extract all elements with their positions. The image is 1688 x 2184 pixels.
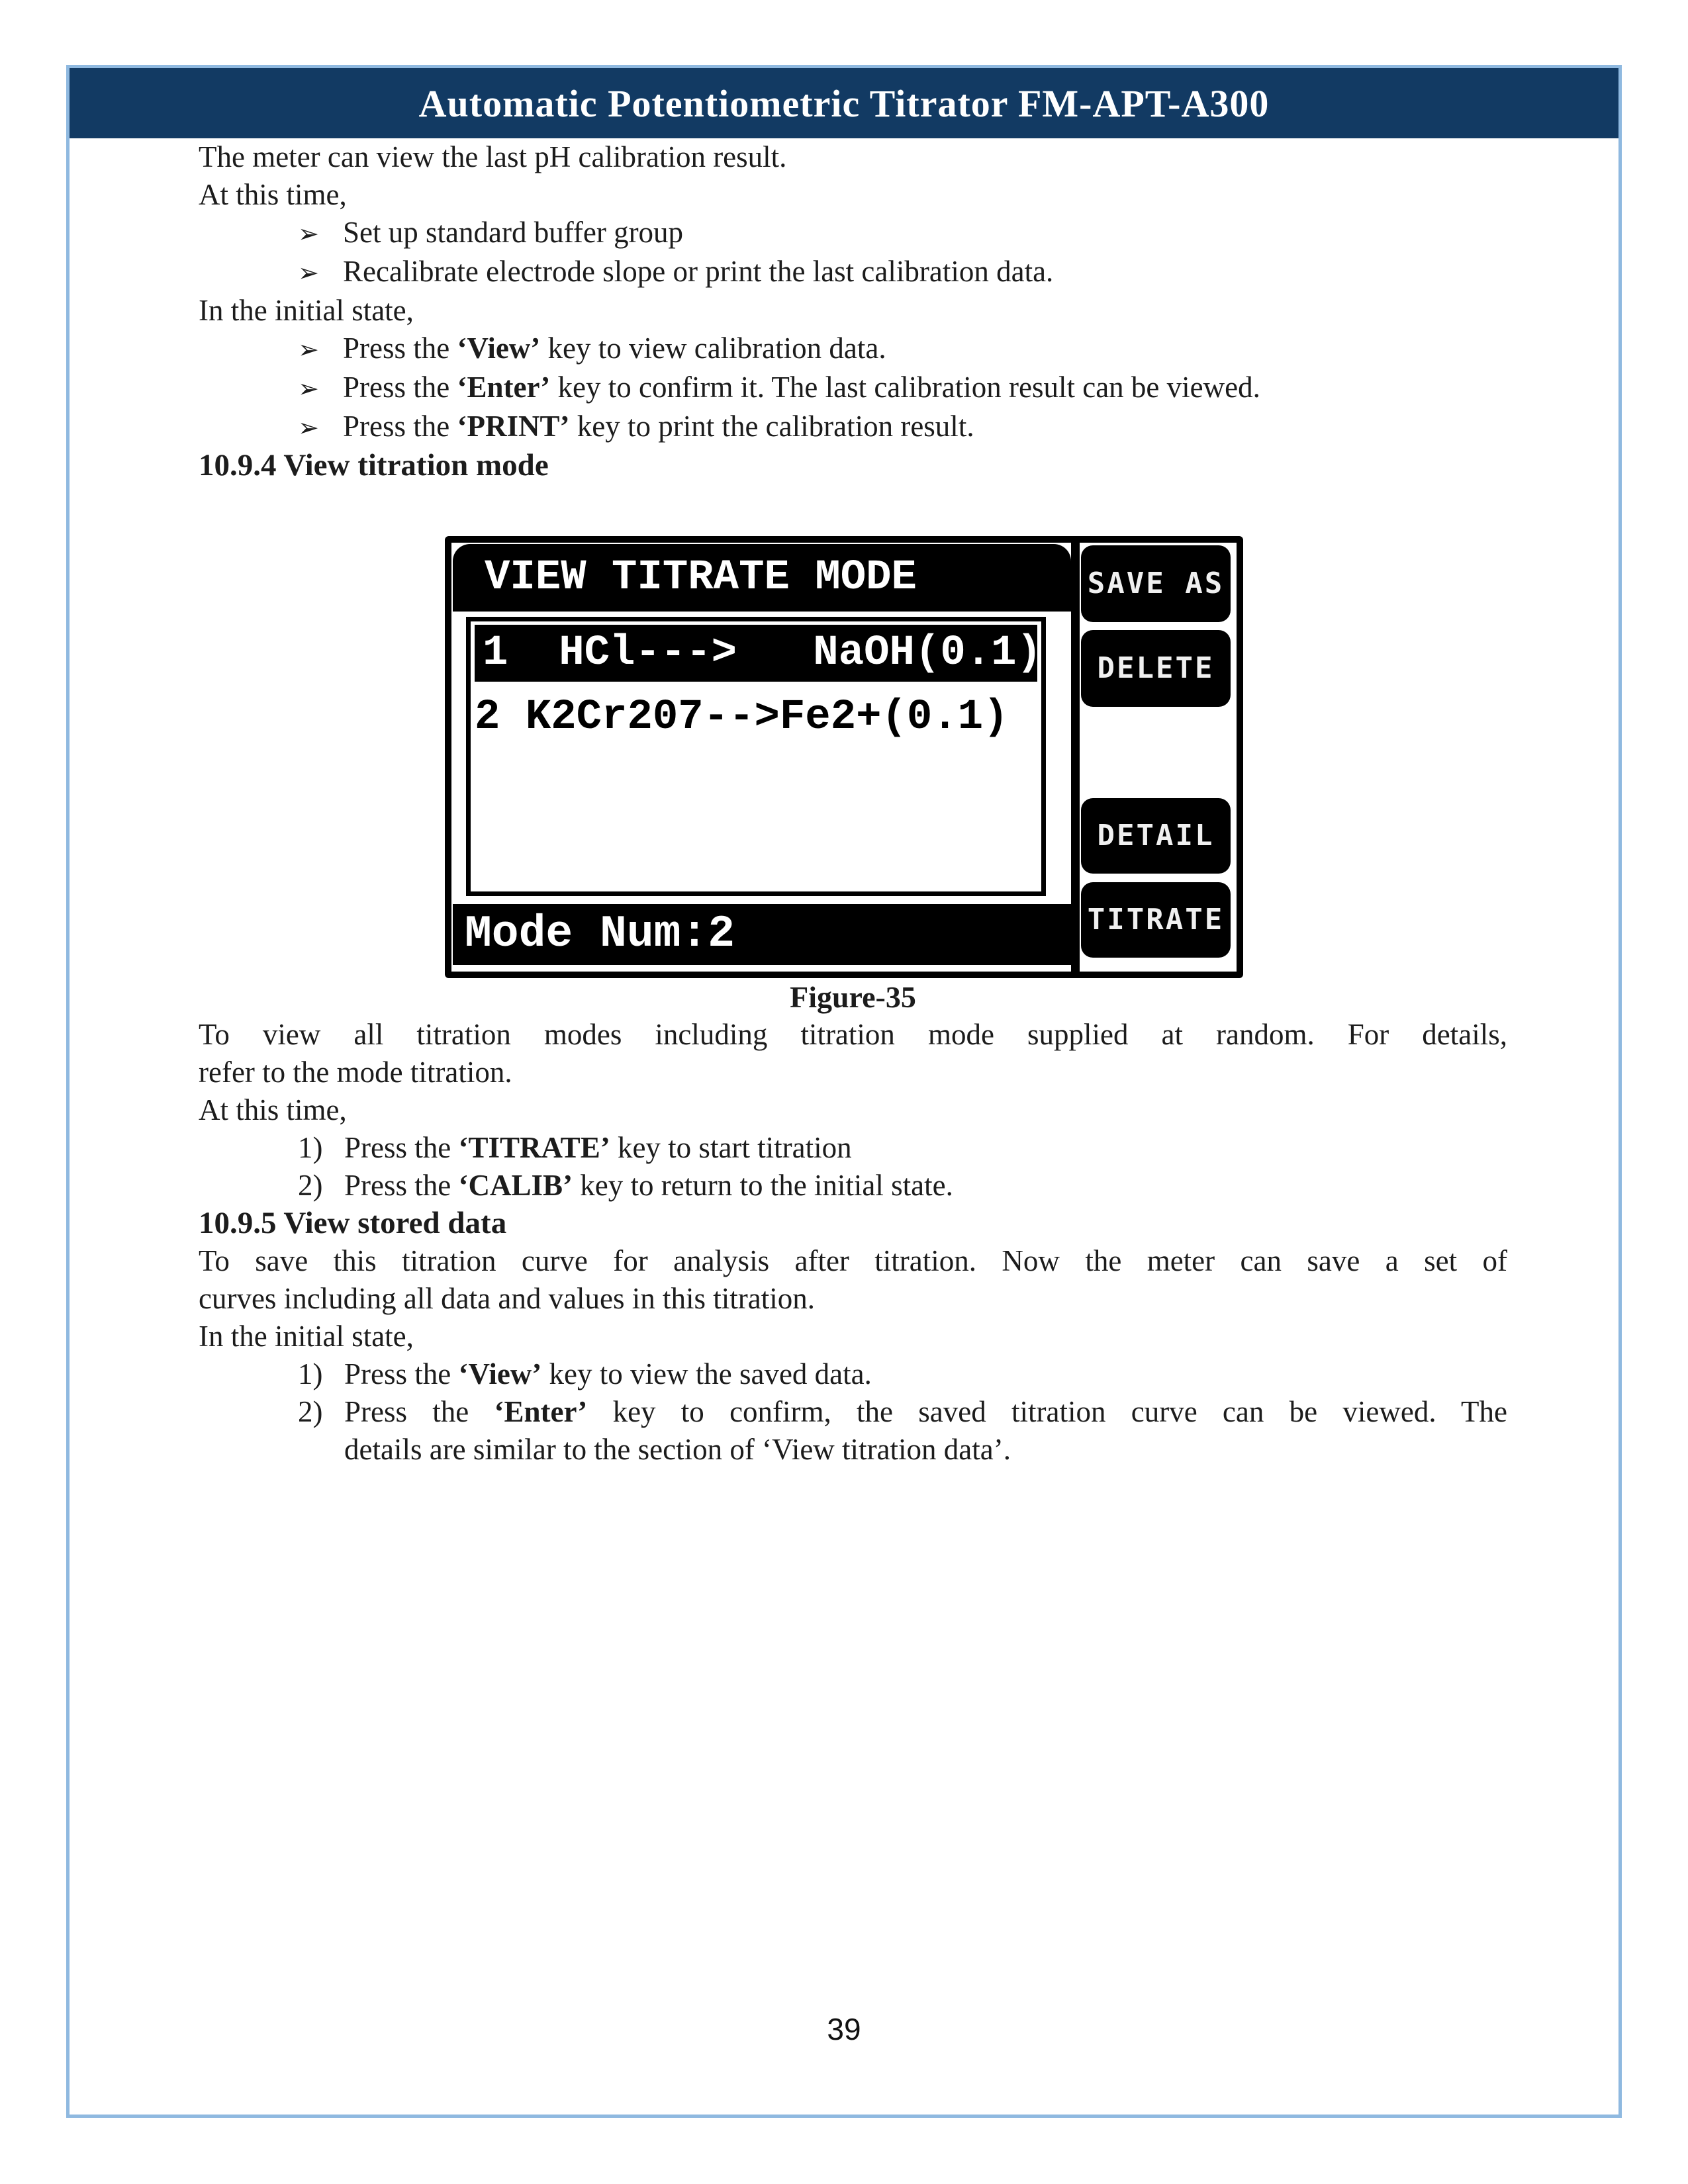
lcd-title-bar: VIEW TITRATE MODE (453, 544, 1071, 612)
numbered-item: 2) Press the ‘CALIB’ key to return to th… (298, 1167, 1507, 1205)
text-segment: key to confirm, the saved titration curv… (587, 1395, 1507, 1428)
bullet-arrow-icon: ➢ (298, 335, 319, 364)
lcd-mode-list: 1 HCl---> NaOH(0.1) 2 K2Cr207-->Fe2+(0.1… (466, 617, 1046, 896)
item-number: 2) (298, 1169, 323, 1202)
item-text-line: details are similar to the section of ‘V… (344, 1433, 1011, 1466)
section-heading-1095: 10.9.5 View stored data (199, 1206, 507, 1240)
page-body: The meter can view the last pH calibrati… (199, 138, 1507, 1469)
bullet-text: Press the ‘View’ key to view calibration… (343, 330, 1507, 367)
item-text-line: Press the ‘Enter’ key to confirm, the sa… (344, 1393, 1507, 1431)
bullet-arrow-icon: ➢ (298, 258, 319, 287)
item-text: Press the ‘TITRATE’ key to start titrati… (344, 1129, 1507, 1167)
bullet-arrow-icon: ➢ (298, 413, 319, 442)
view-key-label: ‘View’ (457, 332, 541, 365)
titrate-key-label: ‘TITRATE’ (458, 1131, 610, 1164)
calib-key-label: ‘CALIB’ (458, 1169, 573, 1202)
print-key-label: ‘PRINT’ (457, 410, 570, 443)
text-segment: key to print the calibration result. (569, 410, 974, 443)
item-text: Press the ‘View’ key to view the saved d… (344, 1355, 1507, 1393)
intro-line-1: The meter can view the last pH calibrati… (199, 140, 787, 173)
intro-line-3: In the initial state, (199, 294, 414, 327)
para-line: In the initial state, (199, 1320, 414, 1353)
bullet-text: Recalibrate electrode slope or print the… (343, 255, 1054, 288)
figure-caption: Figure-35 (790, 980, 916, 1014)
lcd-mode-row: 2 K2Cr207-->Fe2+(0.1) (475, 694, 1009, 741)
item-number: 1) (298, 1357, 323, 1390)
text-segment: key to start titration (610, 1131, 852, 1164)
bullet-item: ➢ Press the ‘Enter’ key to confirm it. T… (298, 369, 1507, 408)
item-text: Press the ‘CALIB’ key to return to the i… (344, 1167, 1507, 1205)
item-number: 1) (298, 1131, 323, 1164)
figure-35: VIEW TITRATE MODE 1 HCl---> NaOH(0.1) 2 … (445, 536, 1243, 978)
text-segment: Press the (343, 371, 457, 404)
text-segment: Press the (344, 1131, 459, 1164)
page-title: Automatic Potentiometric Titrator FM-APT… (418, 81, 1270, 125)
text-segment: Press the (344, 1169, 459, 1202)
bullet-item: ➢ Press the ‘PRINT’ key to print the cal… (298, 408, 1507, 447)
bullet-text: Set up standard buffer group (343, 216, 684, 249)
enter-key-label: ‘Enter’ (494, 1395, 588, 1428)
detail-key: DETAIL (1081, 798, 1231, 874)
para-line: curves including all data and values in … (199, 1282, 816, 1315)
enter-key-label: ‘Enter’ (457, 371, 551, 404)
para-line: To save this titration curve for analysi… (199, 1244, 1507, 1277)
text-segment: Press the (344, 1395, 494, 1428)
text-segment: key to view calibration data. (540, 332, 886, 365)
titrate-key: TITRATE (1081, 882, 1231, 958)
bullet-item: ➢ Set up standard buffer group (298, 214, 1507, 253)
text-segment: Press the (343, 410, 457, 443)
lcd-screen: VIEW TITRATE MODE 1 HCl---> NaOH(0.1) 2 … (451, 543, 1080, 972)
item-text: Press the ‘Enter’ key to confirm, the sa… (344, 1393, 1507, 1469)
text-segment: key to return to the initial state. (573, 1169, 953, 1202)
bullet-arrow-icon: ➢ (298, 374, 319, 403)
delete-key: DELETE (1081, 630, 1231, 707)
numbered-item: 2) Press the ‘Enter’ key to confirm, the… (298, 1393, 1507, 1469)
bullet-text: Press the ‘Enter’ key to confirm it. The… (343, 369, 1507, 406)
para-line: At this time, (199, 1093, 347, 1126)
para-line: refer to the mode titration. (199, 1056, 512, 1089)
save-as-key: SAVE AS (1081, 545, 1231, 622)
para-line: To view all titration modes including ti… (199, 1018, 1507, 1051)
bullet-item: ➢ Recalibrate electrode slope or print t… (298, 253, 1507, 292)
numbered-item: 1) Press the ‘TITRATE’ key to start titr… (298, 1129, 1507, 1167)
page-number: 39 (827, 2012, 861, 2046)
text-segment: Press the (343, 332, 457, 365)
header-bar: Automatic Potentiometric Titrator FM-APT… (70, 68, 1618, 138)
bullet-text: Press the ‘PRINT’ key to print the calib… (343, 408, 1507, 445)
text-segment: Press the (344, 1357, 459, 1390)
lcd-status-bar: Mode Num:2 (453, 904, 1071, 965)
view-key-label: ‘View’ (458, 1357, 542, 1390)
intro-line-2: At this time, (199, 178, 347, 211)
numbered-item: 1) Press the ‘View’ key to view the save… (298, 1355, 1507, 1393)
text-segment: key to view the saved data. (541, 1357, 872, 1390)
bullet-arrow-icon: ➢ (298, 219, 319, 248)
lcd-softkey-column: SAVE AS DELETE DETAIL TITRATE (1080, 543, 1237, 972)
lcd-mode-row-selected: 1 HCl---> NaOH(0.1) (475, 625, 1037, 682)
item-number: 2) (298, 1395, 323, 1428)
bullet-item: ➢ Press the ‘View’ key to view calibrati… (298, 330, 1507, 369)
page-border: Automatic Potentiometric Titrator FM-APT… (66, 65, 1622, 2118)
section-heading-1094: 10.9.4 View titration mode (199, 448, 549, 482)
text-segment: key to confirm it. The last calibration … (550, 371, 1260, 404)
